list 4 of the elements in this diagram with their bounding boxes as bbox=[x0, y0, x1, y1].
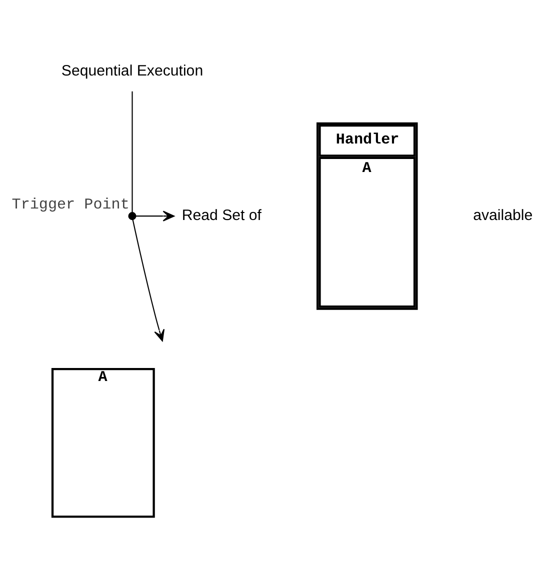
label: available bbox=[473, 206, 533, 224]
node-text: Read Set of bbox=[182, 206, 262, 224]
node-label: Trigger Point bbox=[12, 194, 130, 213]
node-text: Sequential Execution bbox=[61, 62, 204, 80]
